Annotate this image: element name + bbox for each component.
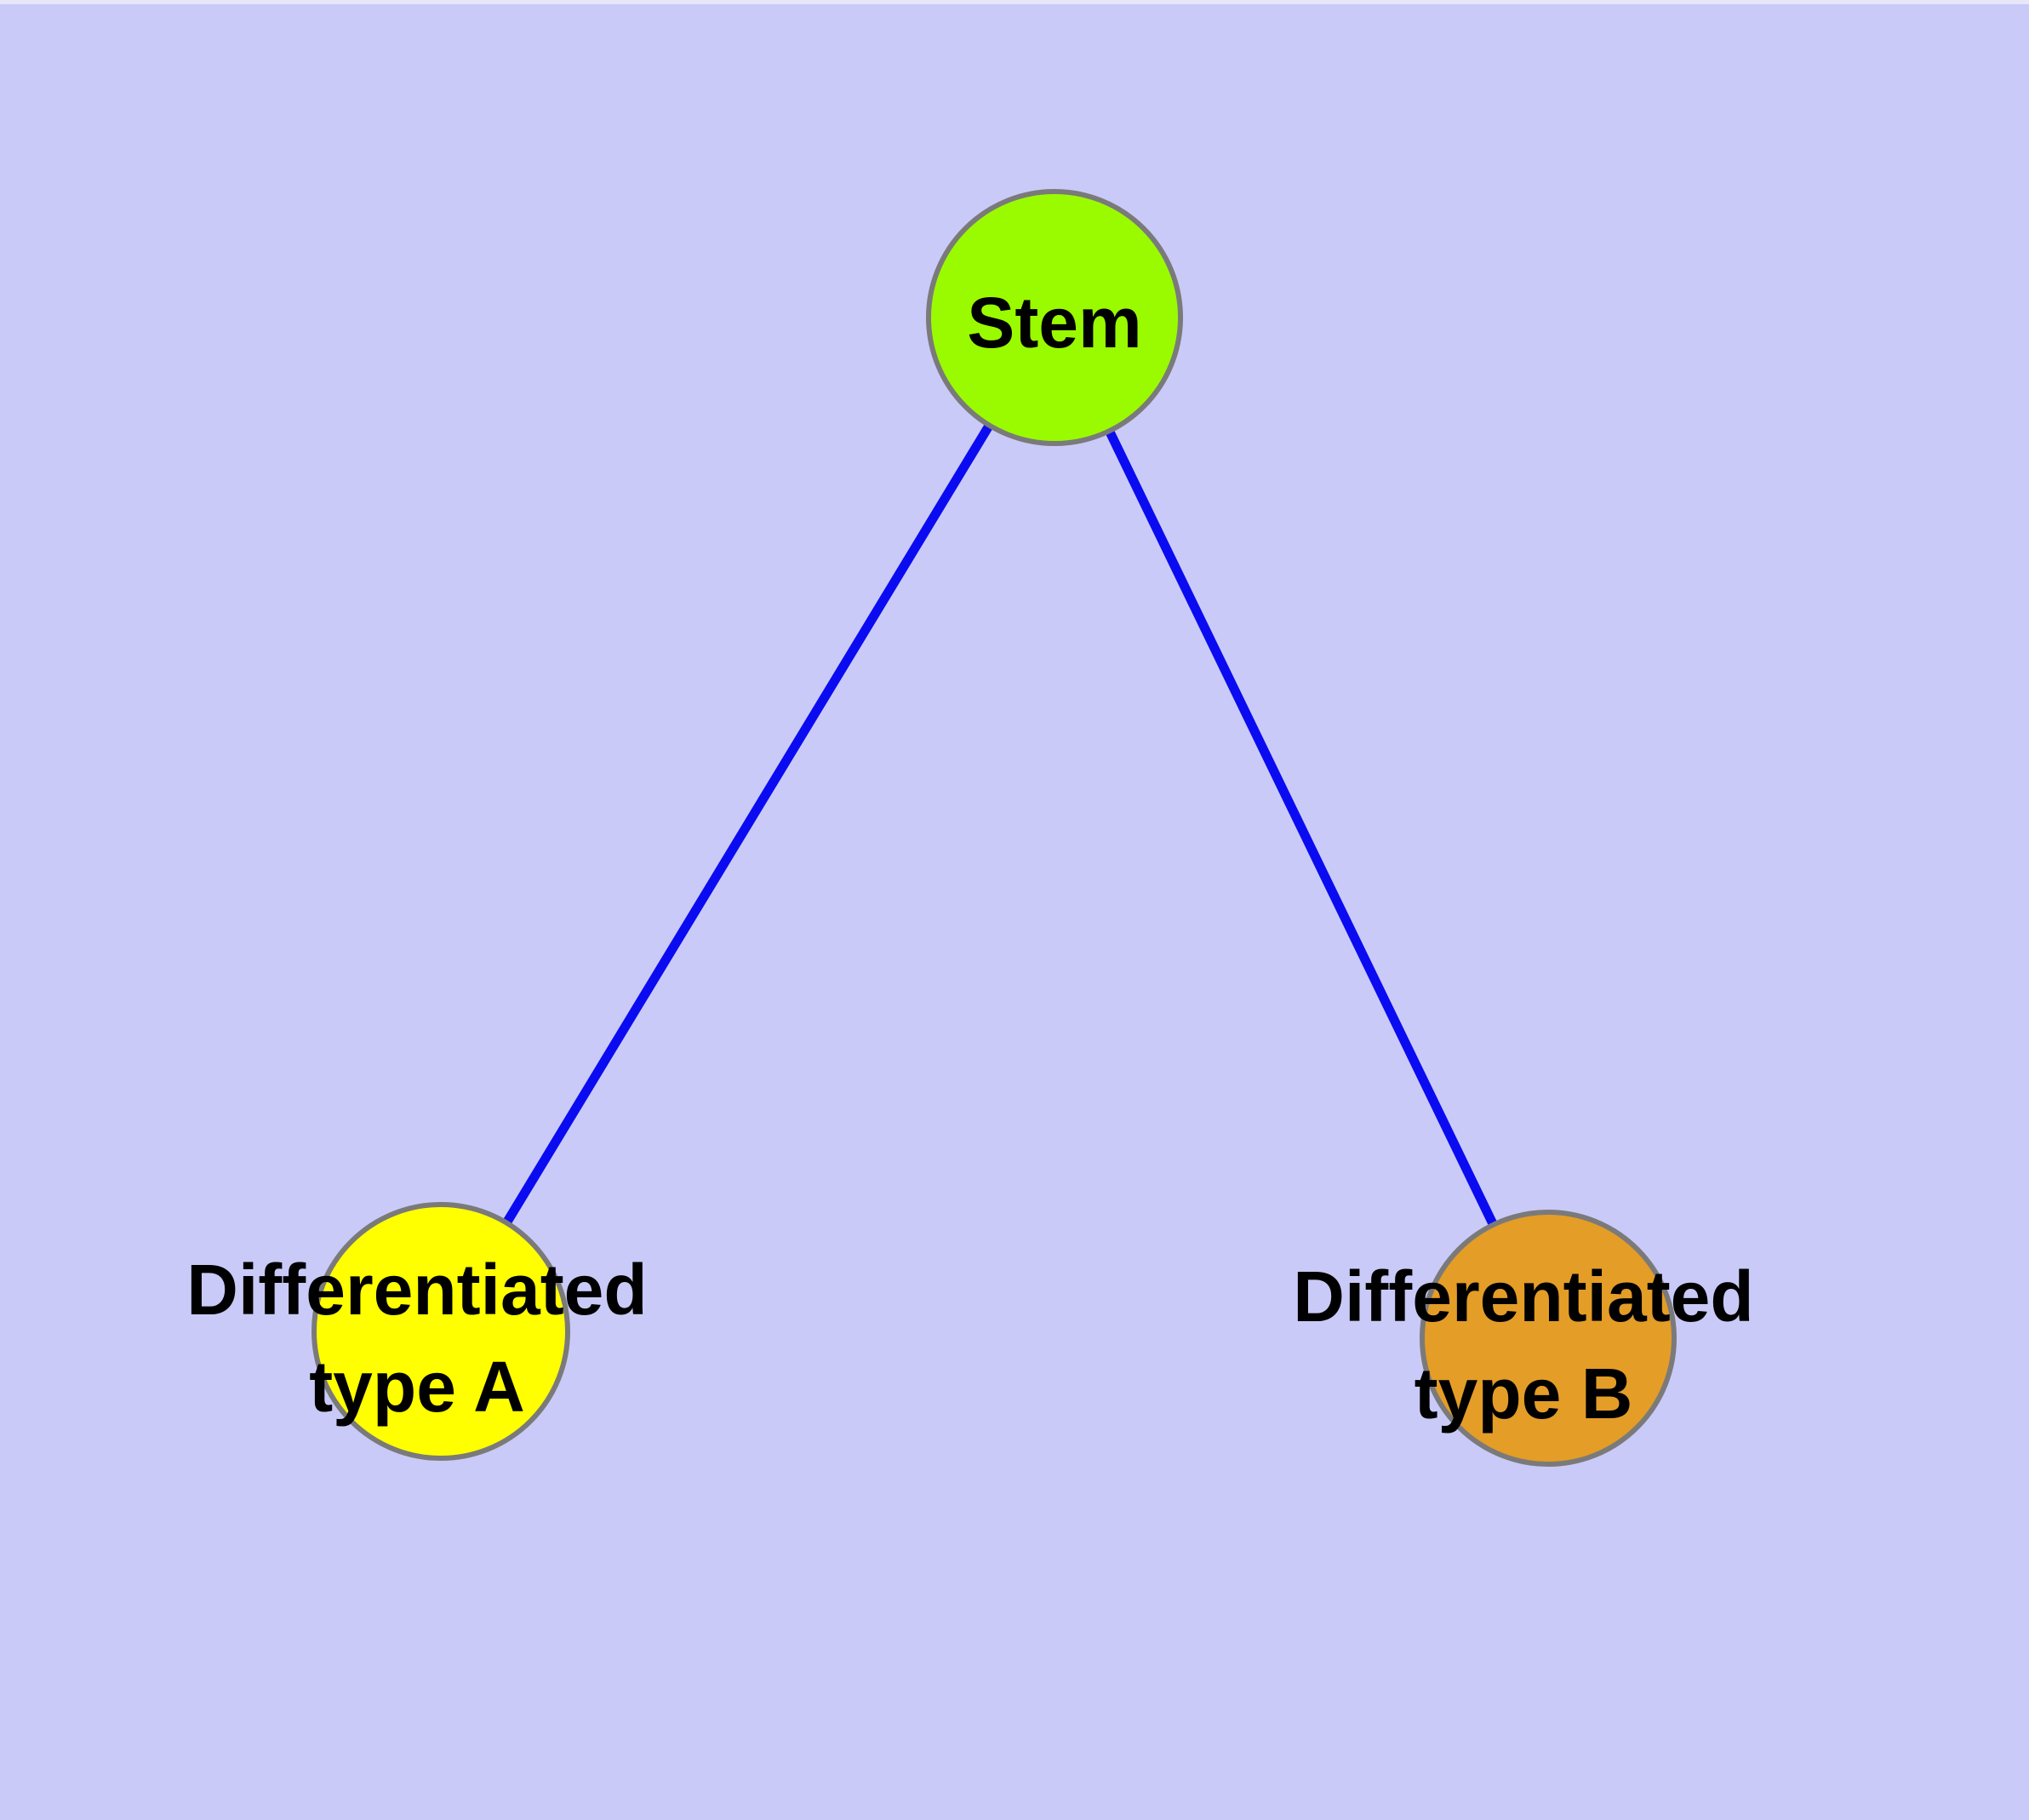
- edge-stem-to-type-a: [437, 315, 1059, 1334]
- node-differentiated-type-a[interactable]: [311, 1202, 570, 1461]
- edge-stem-to-type-b: [1050, 315, 1552, 1341]
- node-differentiated-type-b[interactable]: [1420, 1210, 1677, 1467]
- node-stem[interactable]: [926, 189, 1183, 446]
- node-label-stem: Stem: [967, 283, 1142, 363]
- top-margin-strip: [0, 0, 2029, 4]
